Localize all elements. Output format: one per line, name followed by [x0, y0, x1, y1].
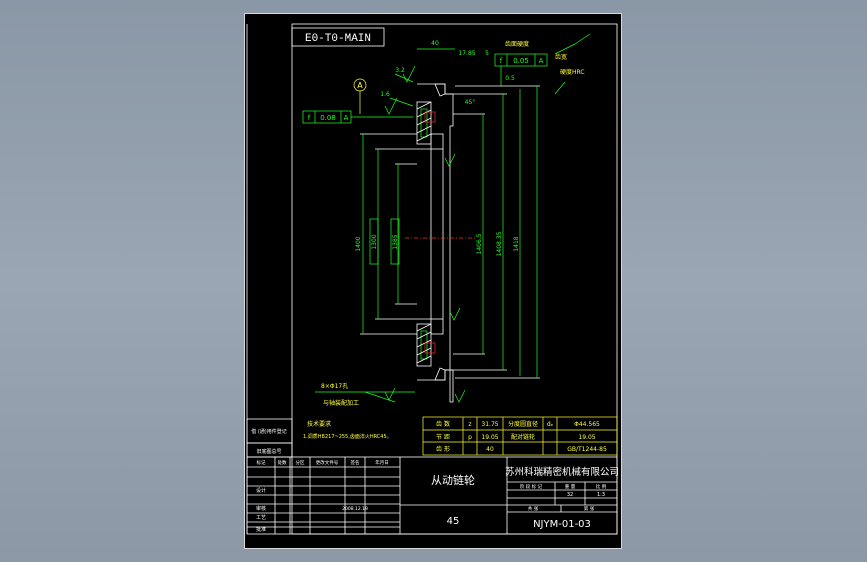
- param-r3c1: 齿 形: [436, 445, 450, 453]
- param-r2c2: p: [468, 434, 472, 441]
- top-dim-2: 17.85: [458, 50, 475, 57]
- rev-col-2: 处数: [278, 459, 287, 466]
- material: 45: [447, 516, 460, 527]
- rev-col-6: 年月日: [375, 459, 389, 466]
- vdim-4: 1406.5: [476, 233, 483, 254]
- param-r2c3: 19.05: [481, 434, 498, 441]
- top-dim-4: 3.2: [395, 67, 405, 74]
- code-box: [291, 27, 385, 47]
- rev-col-3: 分区: [296, 459, 305, 466]
- rev-col-4: 更改文件号: [316, 459, 339, 466]
- title-block: [246, 456, 618, 535]
- param-r2c1: 节 距: [436, 433, 450, 441]
- rev-col-1: 标记: [257, 459, 266, 466]
- company-name: 苏州科瑞精密机械有限公司: [505, 466, 619, 478]
- sign-process: 工艺: [256, 515, 266, 521]
- vdim-6: 1418: [513, 236, 520, 251]
- tolerance-top-symbol: f: [500, 57, 503, 65]
- top-dim-6: 0.5: [505, 75, 515, 82]
- stage-label: 阶 段 标 记: [520, 483, 543, 490]
- weight-label: 重 量: [565, 483, 576, 490]
- cad-drawing: E0-T0-MAIN A f 0.08 A f 0.05 A 齿面硬度 齿宽 硬…: [246, 23, 619, 535]
- inner-frame: [291, 23, 618, 535]
- datum-label: A: [357, 81, 363, 90]
- sign-design: 设计: [256, 487, 266, 494]
- sheet-total: 共 张: [528, 505, 539, 512]
- top-note-3: 硬度HRC: [560, 68, 585, 76]
- tech-req-1: 1.调质HB217~255,齿面淬火HRC45。: [303, 433, 392, 440]
- drawing-number: NJYM-01-03: [533, 519, 591, 530]
- tolerance-left-datum: A: [344, 114, 349, 122]
- tolerance-top-value: 0.05: [513, 57, 529, 65]
- left-label-2: 旧底图总号: [256, 448, 281, 455]
- tolerance-left-symbol: f: [308, 114, 311, 122]
- bottom-note-1: 8×Φ17孔: [321, 382, 348, 390]
- web: [430, 133, 444, 335]
- top-dim-3: 5: [485, 50, 489, 57]
- param-r2c6: 19.05: [578, 434, 595, 441]
- tech-req-title: 技术要求: [307, 420, 331, 428]
- vdim-5: 1408.35: [496, 231, 503, 256]
- sprocket-outline: [417, 83, 454, 403]
- param-r1c3: 31.75: [481, 421, 498, 428]
- scale-value: 1:3: [597, 492, 605, 498]
- param-r1c1: 齿 数: [436, 420, 450, 428]
- vdim-2: 1300: [371, 234, 378, 249]
- sign-review: 审核: [256, 505, 266, 512]
- sheet-no: 第 张: [584, 505, 595, 512]
- param-r1c6: Φ44.565: [574, 421, 600, 428]
- param-r2c4: 配对链轮: [511, 433, 535, 441]
- drawing-sheet: E0-T0-MAIN A f 0.08 A f 0.05 A 齿面硬度 齿宽 硬…: [244, 13, 622, 549]
- tolerance-left-value: 0.08: [320, 114, 336, 122]
- scale-label: 比 例: [596, 483, 607, 490]
- left-label-1: 借 (通)用件登记: [251, 428, 287, 435]
- hub-top: [416, 101, 432, 145]
- param-r1c4: 分度圆直径: [508, 420, 538, 428]
- parameter-table: [422, 416, 618, 456]
- top-note-1: 齿面硬度: [505, 40, 529, 48]
- vdim-3: 1385: [392, 234, 399, 249]
- top-dim-1: 40: [431, 40, 439, 47]
- vdim-1: 1400: [355, 236, 362, 251]
- design-date: 2008.12.19: [342, 506, 368, 512]
- sign-approve: 批准: [256, 526, 266, 533]
- top-note-2: 齿宽: [555, 53, 567, 61]
- param-r1c5: dₑ: [547, 421, 554, 428]
- top-dim-7: 45°: [465, 99, 476, 106]
- part-name: 从动链轮: [431, 473, 475, 487]
- tolerance-top-datum: A: [539, 57, 544, 65]
- tolerance-frame-top: [494, 53, 548, 67]
- rev-col-5: 签名: [351, 459, 360, 466]
- hub-bottom: [416, 323, 432, 367]
- param-r3c3: 40: [486, 446, 494, 453]
- code-box-text: E0-T0-MAIN: [305, 33, 371, 45]
- param-r3c6: GB/T1244-85: [567, 446, 607, 453]
- param-r1c2: z: [468, 421, 471, 428]
- top-dim-5: 1.6: [380, 91, 390, 98]
- weight-value: 32: [567, 492, 573, 498]
- bottom-note-2: 与轴装配加工: [323, 399, 359, 407]
